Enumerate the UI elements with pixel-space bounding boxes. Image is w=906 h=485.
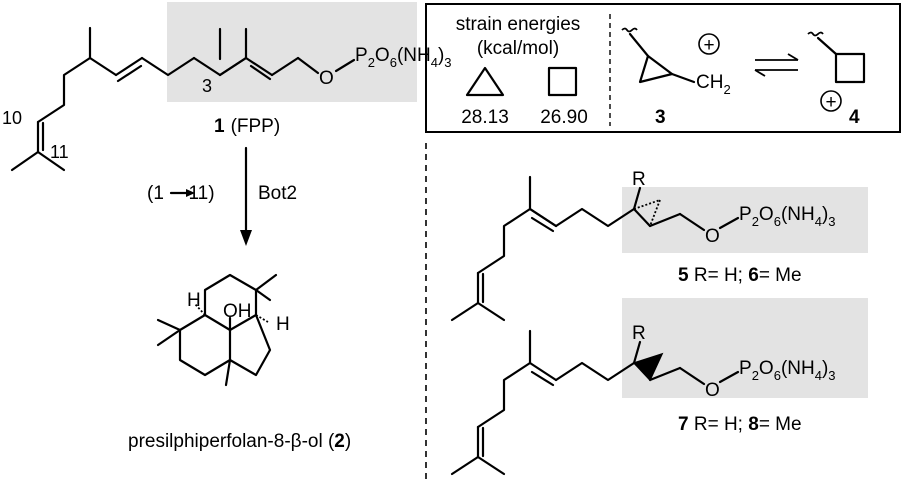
enzyme-label: Bot2 [258,183,297,204]
compound78-structure [450,329,740,476]
cation-4-label: 4 [849,107,860,128]
strain-title-1: strain energies [456,14,581,35]
plus-circle-3 [698,33,720,55]
fpp-phosphorus: P2O6(NH4)3 [355,45,452,70]
plus-4: + [825,92,836,113]
plus-3: + [703,35,714,56]
compound56-r: R [632,169,646,190]
square-value: 26.90 [540,107,588,128]
compound56-label: 5 R= H; 6= Me [678,265,802,286]
product-h1: H [187,290,201,311]
fpp-structure: O P2O6(NH4)3 3 10 11 [2,26,452,172]
compound78-highlight [622,298,868,398]
fpp-label: 1(FPP) [214,116,280,137]
product-structure [156,273,278,387]
compound78-label: 7 R= H; 8= Me [678,414,802,435]
plus-circle-4 [820,90,842,112]
compound78-oxygen: O [705,380,720,401]
equilibrium-arrows [754,53,799,77]
compound56-structure [450,175,740,322]
cation-3-structure [621,27,696,84]
fpp-ester-oxygen: O [319,68,334,89]
compound56-oxygen: O [705,226,720,247]
product-h2: H [276,314,290,335]
fpp-highlight [167,2,417,102]
cation-3-label: 3 [655,107,666,128]
reaction-arrowhead [240,230,252,246]
strain-title-2: (kcal/mol) [477,38,559,59]
compound78-r: R [632,323,646,344]
strain-box [425,3,901,133]
fpp-c10-label: 10 [2,108,22,128]
triangle-value: 28.13 [461,107,509,128]
product-name: presilphiperfolan-8-β-ol (2) [128,431,351,452]
triangle-icon [465,66,505,97]
compound78-phosphate: P2O6(NH4)3 [739,358,836,383]
square-icon [547,66,578,97]
product-oh: OH [223,301,252,322]
cation-4-structure [807,31,866,84]
fpp-c3-label: 3 [202,76,212,96]
ch2-label: CH2 [696,72,731,97]
fpp-c11-label: 11 [50,142,69,162]
compound56-phosphate: P2O6(NH4)3 [739,204,836,229]
